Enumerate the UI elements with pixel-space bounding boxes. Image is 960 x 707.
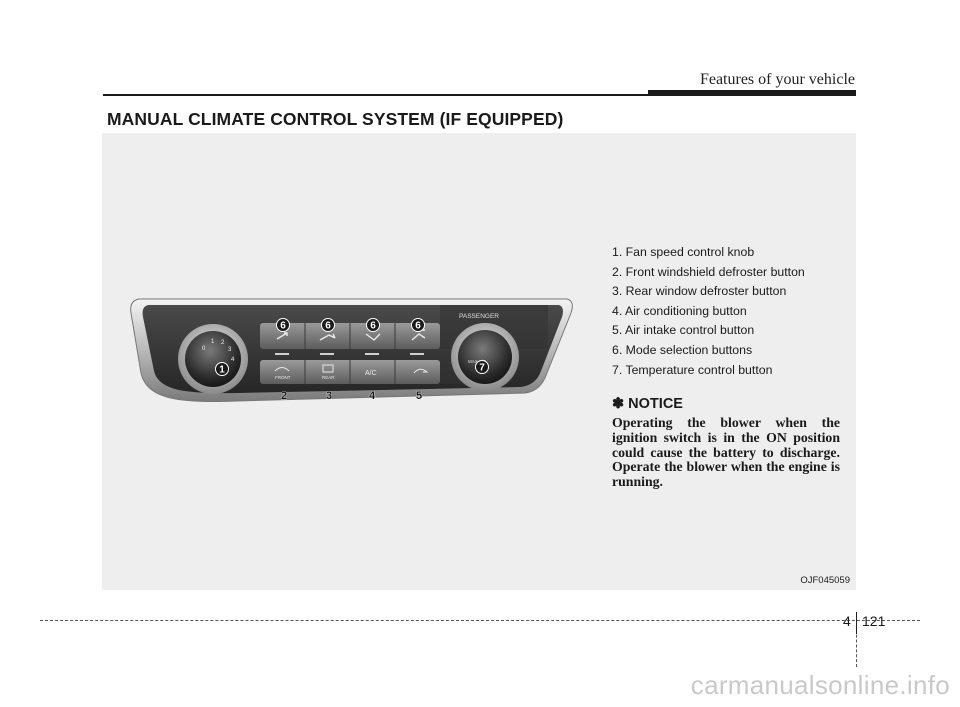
- footer-vertical-rule: [856, 612, 857, 634]
- figure-code: OJF045059: [800, 575, 850, 586]
- callout-2: 2: [281, 390, 287, 402]
- chapter-number: 4: [843, 613, 851, 629]
- callout-3: 3: [326, 390, 332, 402]
- button-front-label: FRONT: [275, 375, 291, 380]
- footer-dashed-rule: [40, 620, 920, 621]
- mode-buttons: [304, 323, 396, 384]
- callout-1: 1: [219, 365, 225, 376]
- legend-item: 7. Temperature control button: [612, 362, 773, 377]
- fan-dial-numbers: 0 1 2 3 4: [202, 339, 235, 363]
- watermark: carmanualsonline.info: [690, 670, 950, 700]
- footer-vertical-dash: [856, 620, 857, 667]
- button-rear-label: REAR: [322, 375, 335, 380]
- callout-7: 7: [479, 363, 485, 374]
- legend-item: 2. Front windshield defroster button: [612, 264, 805, 279]
- callout-4: 4: [369, 390, 376, 402]
- dial-number-4: 4: [231, 357, 235, 363]
- legend-item: 4. Air conditioning button: [612, 303, 747, 318]
- page-number: 121: [862, 613, 886, 629]
- callout-6d: 6: [415, 321, 421, 332]
- section-title: MANUAL CLIMATE CONTROL SYSTEM (IF EQUIPP…: [107, 109, 564, 129]
- callout-6b: 6: [325, 321, 331, 332]
- temperature-control-knob[interactable]: [458, 330, 512, 384]
- temp-knob-label: MAX A/C: [468, 359, 487, 364]
- figure: PASSENGER FRONT REAR A/C 0 1 2 3 4 MAX A…: [102, 133, 856, 590]
- notice-title: ✽ NOTICE: [612, 396, 683, 412]
- passenger-label: PASSENGER: [459, 313, 499, 320]
- button-glyphs: [274, 364, 429, 374]
- dial-number-0: 0: [202, 346, 206, 352]
- callout-6a: 6: [280, 321, 286, 332]
- indicator-leds: [275, 353, 424, 355]
- legend-item: 6. Mode selection buttons: [612, 342, 753, 357]
- dial-number-3: 3: [228, 347, 232, 353]
- callout-badges: 6 6 6 6 1 7: [215, 318, 489, 376]
- legend-item: 3. Rear window defroster button: [612, 284, 787, 299]
- legend-list: 1. Fan speed control knob 2. Front winds…: [612, 243, 805, 380]
- callout-5: 5: [416, 390, 422, 402]
- callout-6c: 6: [370, 321, 376, 332]
- notice-text: Operating the blower when the ignition s…: [612, 415, 840, 490]
- header-accent-bar: [648, 90, 856, 96]
- callout-numbers-bottom: 2 3 4 5: [281, 390, 423, 403]
- legend-item: 5. Air intake control button: [612, 323, 755, 338]
- dial-number-1: 1: [211, 339, 215, 345]
- climate-control-panel: PASSENGER FRONT REAR A/C 0 1 2 3 4 MAX A…: [130, 298, 573, 403]
- button-ac-label: A/C: [365, 370, 377, 377]
- header-title: Features of your vehicle: [699, 71, 855, 88]
- header-rule: [103, 94, 855, 96]
- legend-item: 1. Fan speed control knob: [612, 245, 755, 259]
- dial-number-2: 2: [221, 340, 225, 346]
